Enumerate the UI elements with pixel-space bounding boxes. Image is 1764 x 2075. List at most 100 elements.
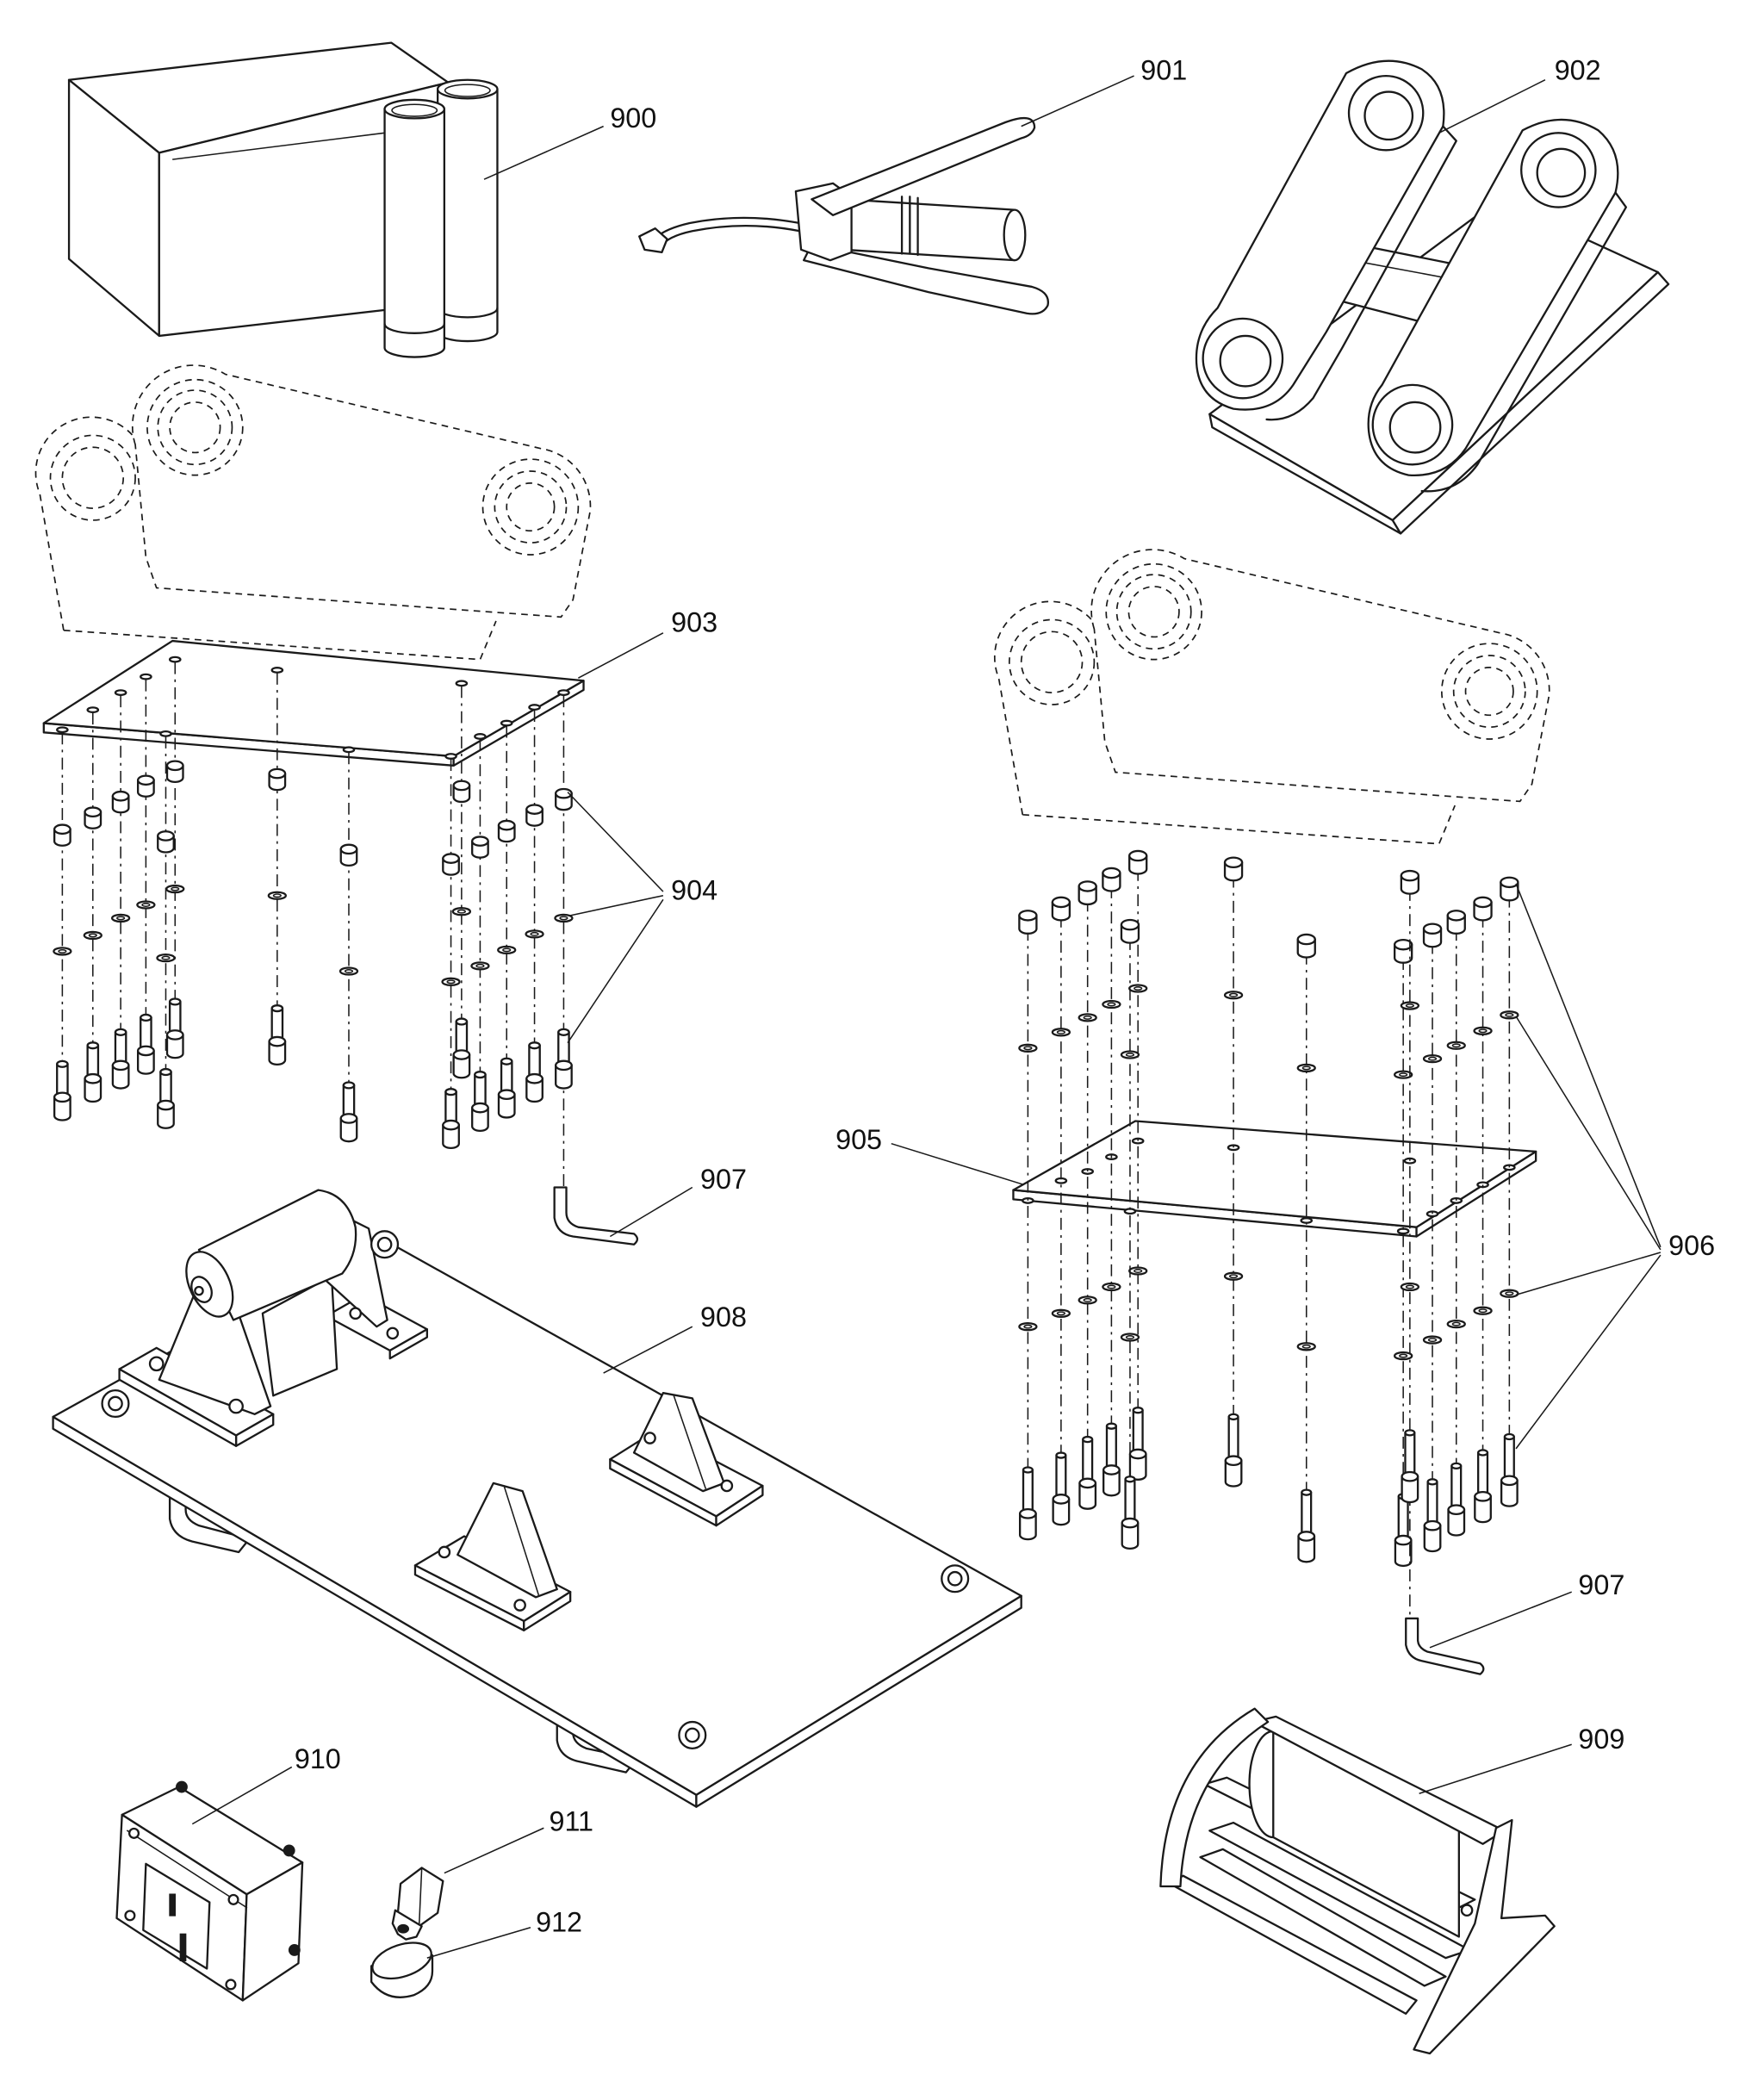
bolt-head-904-13: [525, 1072, 543, 1103]
washer-906-upper-11-outer: [1422, 1053, 1443, 1064]
nut-904-1: [53, 823, 71, 847]
washer-904-10: [451, 907, 472, 916]
leader-900: [483, 125, 604, 180]
bolt-head-904-5: [157, 1099, 175, 1129]
control-box-lid-line: [127, 1830, 248, 1909]
reel-slat-lower: [1199, 1848, 1447, 1987]
bolt-shank-904-7-top: [270, 1004, 284, 1013]
bolt-head-904-6-body: [165, 1034, 184, 1059]
bolt-head-906-13: [1474, 1490, 1492, 1524]
nut-904-12-top: [497, 819, 516, 831]
washer-904-6: [165, 884, 185, 894]
washer-904-8-outer: [339, 966, 359, 976]
bolt-head-904-2: [84, 1072, 102, 1103]
nut-906-7-top: [1223, 856, 1244, 868]
bolt-shank-906-3-top: [1082, 1435, 1094, 1444]
bolt-shank-906-5-top: [1132, 1407, 1144, 1414]
bolt-head-904-5-body: [157, 1103, 175, 1129]
plate-903-hole-3: [114, 689, 127, 697]
washer-906-lower-5: [1128, 1266, 1148, 1276]
washer-904-4: [136, 900, 156, 910]
bracket-left-upper-hole: [1363, 90, 1414, 141]
bolt-shank-904-12-top: [500, 1057, 513, 1065]
washer-906-lower-1-inner: [1023, 1324, 1033, 1329]
nut-906-9-top: [1393, 938, 1413, 951]
hex-key-left: [553, 1186, 639, 1246]
bracket-right-lower-hole: [1388, 401, 1442, 454]
triangle-block-lower-bolt-1: [438, 1545, 451, 1559]
triangle-block-lower-bolt-2: [513, 1599, 526, 1612]
bolt-head-906-4: [1102, 1464, 1121, 1497]
bracket-right-plate-thickness: [1420, 191, 1628, 493]
callout-907-left: 907: [700, 1164, 747, 1195]
washer-904-12-inner: [502, 947, 512, 953]
washer-906-upper-14: [1500, 1010, 1519, 1020]
washer-906-lower-11-outer: [1422, 1335, 1443, 1345]
washer-906-lower-4: [1102, 1282, 1121, 1292]
washer-904-11-outer: [470, 961, 490, 971]
washer-904-9: [441, 977, 461, 986]
control-box-screw-4: [225, 1979, 237, 1991]
bolt-shank-906-11-top: [1426, 1478, 1438, 1486]
bolt-head-906-2-body: [1052, 1498, 1071, 1526]
bolt-head-904-2-body: [84, 1078, 102, 1103]
ghost-rear-ear-outer-right: [1008, 618, 1096, 705]
bolt-head-906-7-top: [1224, 1455, 1243, 1467]
cap-top: [371, 1941, 432, 1980]
bolt-head-904-4-body: [136, 1049, 155, 1075]
washer-906-lower-10: [1400, 1282, 1420, 1292]
roller-cylinder: [197, 1189, 357, 1321]
bolt-shank-906-4-top: [1105, 1422, 1117, 1430]
bolt-head-906-6-body: [1121, 1521, 1140, 1550]
nut-904-12: [497, 819, 516, 843]
washer-906-upper-9-outer: [1393, 1070, 1413, 1079]
bolt-head-904-11-top: [471, 1102, 489, 1114]
bolt-head-906-9: [1394, 1534, 1413, 1568]
bolt-head-906-6: [1121, 1517, 1140, 1550]
plate-903-hole-11: [474, 733, 487, 740]
control-box-label-panel: [142, 1862, 211, 1970]
washer-906-lower-3: [1078, 1295, 1097, 1305]
grease-tube-back-body: [436, 88, 499, 343]
bolt-head-904-8-top: [339, 1113, 358, 1124]
grease-tube-back-cap: [436, 78, 499, 100]
callout-900: 900: [610, 103, 656, 134]
bolt-head-906-1: [1018, 1507, 1037, 1541]
control-box-gland-3: [288, 1943, 301, 1956]
cap-912: [370, 1941, 434, 1998]
bolt-shank-906-2-top: [1055, 1451, 1067, 1459]
washer-904-12-outer: [497, 945, 517, 955]
washer-904-8-inner: [344, 969, 354, 973]
leader-907-left: [609, 1186, 693, 1238]
ghost-front-ear-left-mid-right: [1115, 574, 1192, 650]
nut-904-8-top: [339, 843, 358, 855]
bolt-head-904-13-top: [525, 1072, 543, 1084]
bolt-shank-904-2-top: [86, 1041, 100, 1050]
ghost-rear-plate: [34, 416, 497, 661]
triangle-block-upper-fin-edge: [673, 1395, 706, 1489]
control-box-screw-3: [124, 1910, 136, 1922]
pillow-block-left-base-edge-front: [118, 1368, 238, 1447]
washer-906-upper-1-inner: [1023, 1046, 1033, 1051]
bolt-shank-904-8-top: [342, 1081, 356, 1090]
nut-906-13-top: [1473, 896, 1493, 909]
nut-904-10-top: [452, 780, 471, 792]
leader-906-washer-lower: [1515, 1252, 1662, 1295]
bolt-head-906-4-body: [1102, 1469, 1121, 1497]
connector-tip: [397, 1923, 410, 1934]
ghost-bracket-outline-left: [34, 364, 592, 661]
adapter-plate-903: [42, 639, 585, 767]
washer-906-upper-8-outer: [1296, 1063, 1316, 1073]
washer-904-1-outer: [53, 947, 72, 956]
pillow-block-bolt-4: [386, 1326, 400, 1340]
washer-904-14: [554, 913, 574, 923]
bolt-head-904-7: [268, 1035, 287, 1066]
washer-906-upper-9: [1393, 1070, 1413, 1079]
nut-904-5-top: [157, 830, 175, 842]
triangle-block-upper-base-edge-side: [715, 1484, 764, 1527]
bolt-head-906-8-top: [1297, 1531, 1316, 1542]
ghost-rear-ear-inner: [61, 446, 125, 509]
washer-906-lower-3-outer: [1078, 1295, 1097, 1305]
washer-906-lower-9-inner: [1399, 1353, 1408, 1358]
nut-906-13: [1473, 896, 1493, 922]
